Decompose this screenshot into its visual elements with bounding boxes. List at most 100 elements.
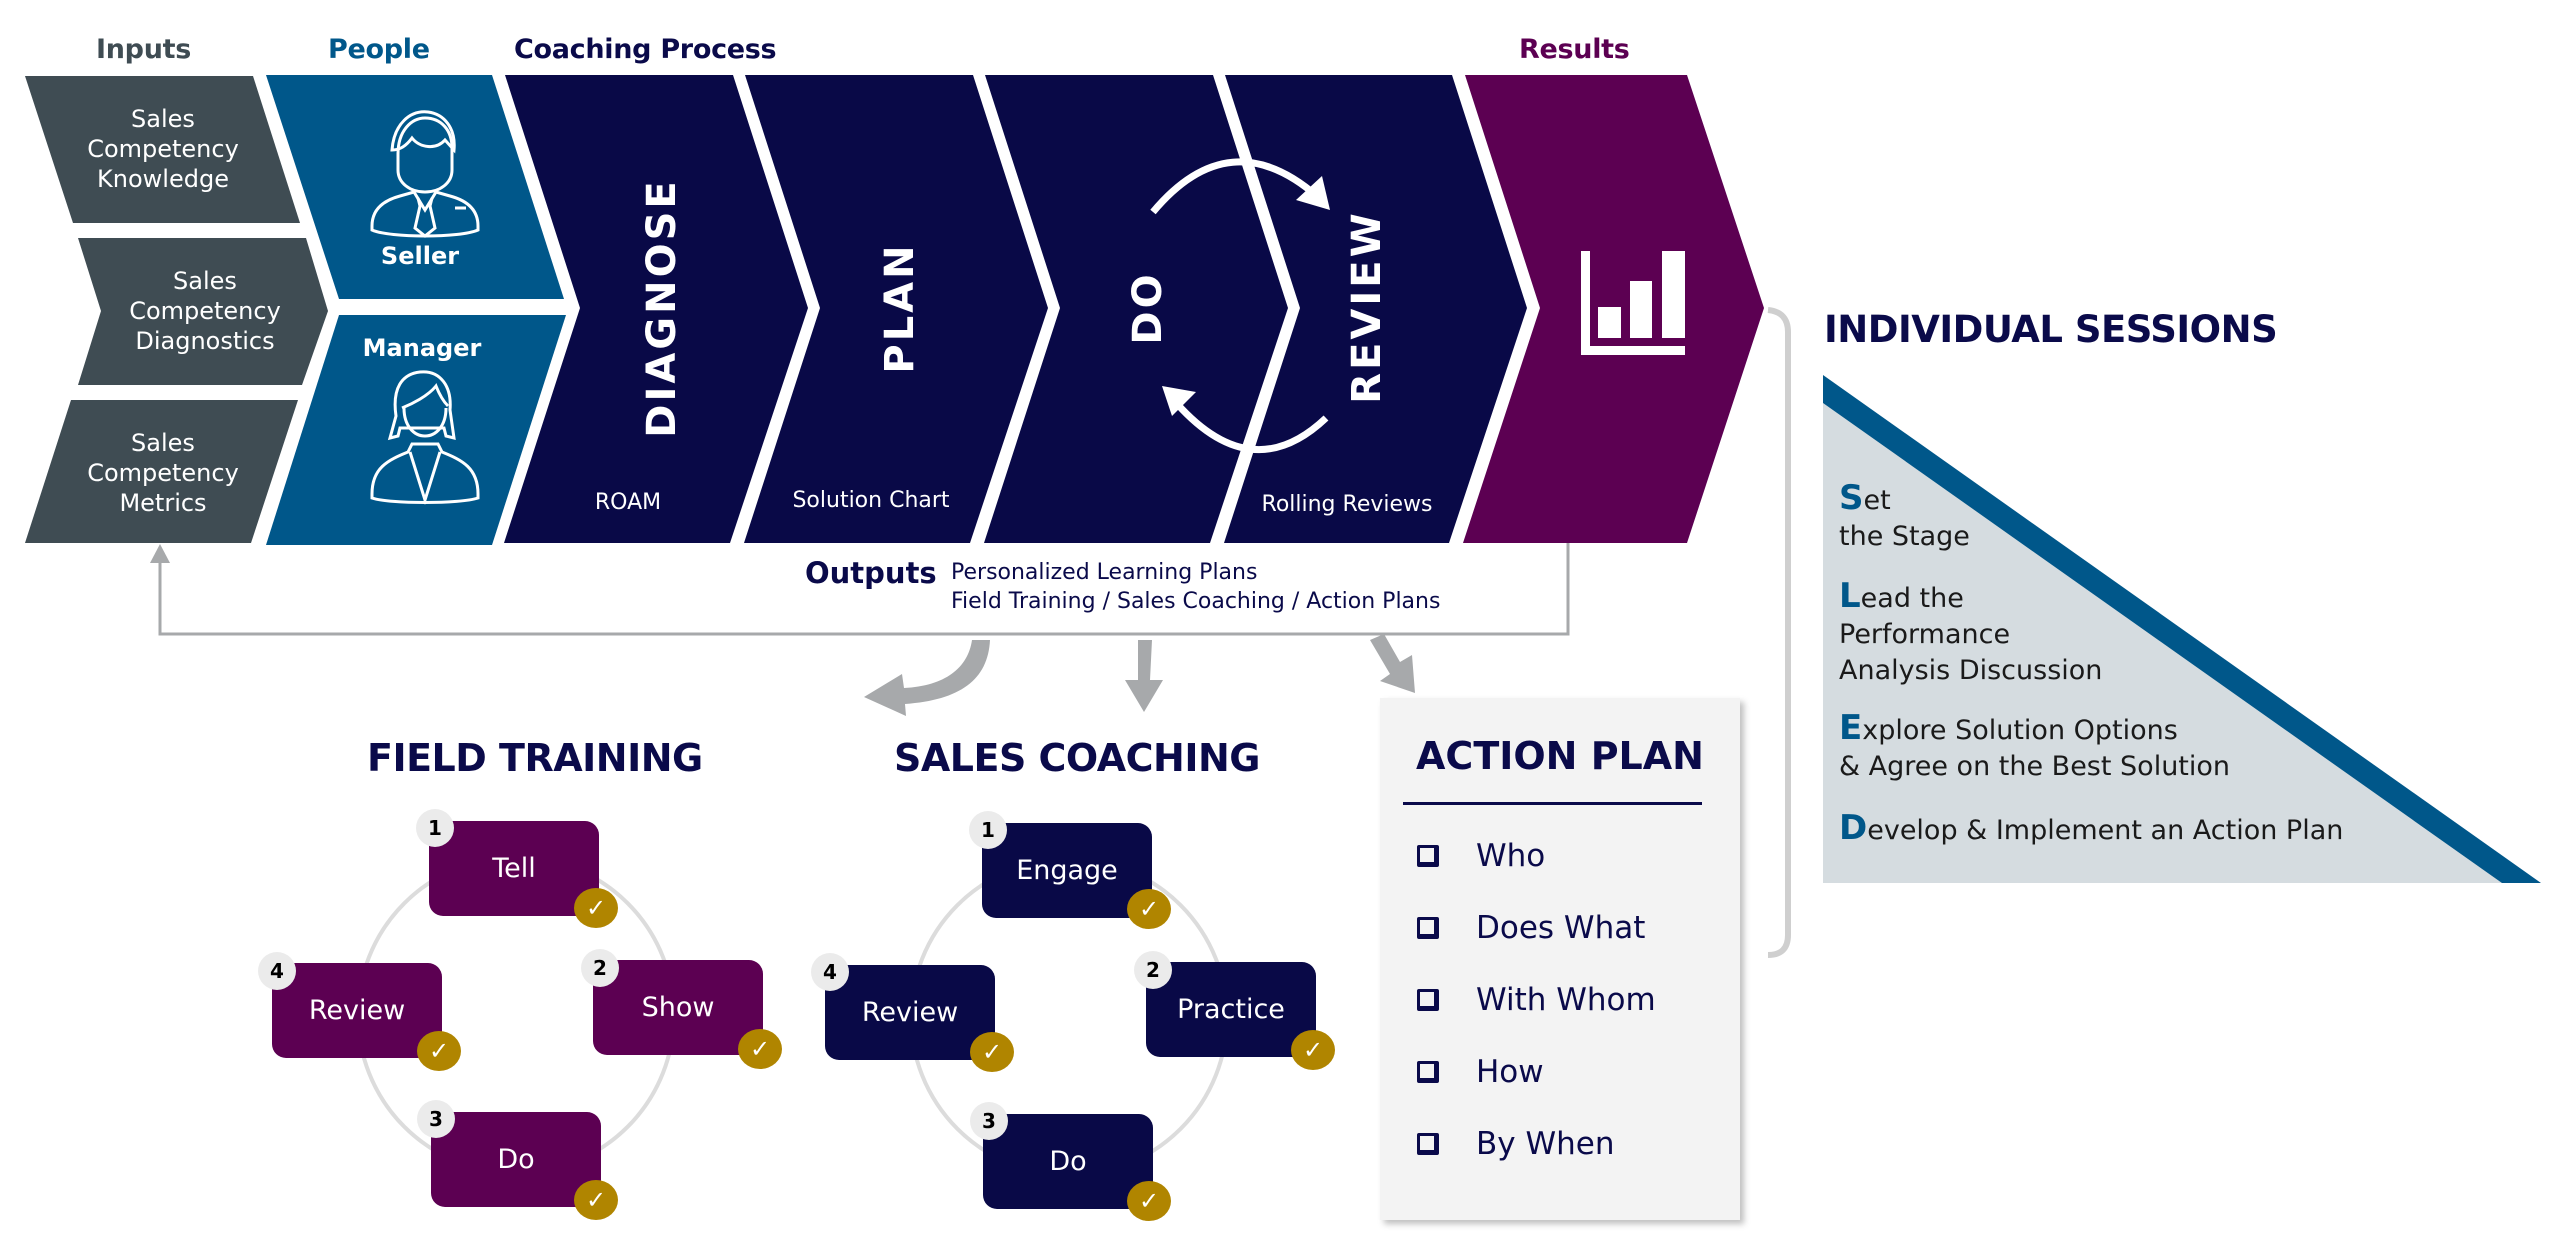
header-coaching-process: Coaching Process [514, 34, 777, 65]
checkbox-icon[interactable] [1417, 1061, 1439, 1083]
action-plan-divider [1403, 802, 1702, 805]
input-line: Sales [173, 267, 237, 295]
stage-review-subtitle: Rolling Reviews [1261, 492, 1433, 517]
sales-coaching-step-engage: Engage [982, 823, 1152, 918]
step-label: Show [641, 992, 715, 1023]
arrow-to-sales-coaching [1125, 640, 1163, 712]
stage-diagnose-title: DIAGNOSE [639, 178, 685, 438]
sled-rest: xplore Solution Options [1862, 715, 2178, 746]
cycle-arrows-icon [1150, 158, 1329, 453]
sled-line: & Agree on the Best Solution [1839, 751, 2231, 782]
step-label: Do [1049, 1146, 1087, 1177]
cycle-arrowhead-top [1296, 176, 1330, 210]
input-line: Knowledge [97, 165, 229, 193]
check-icon: ✓ [1127, 1181, 1171, 1221]
stage-shape-plan [744, 75, 1048, 543]
outputs-label: Outputs [805, 556, 937, 590]
header-inputs: Inputs [96, 34, 191, 65]
stage-do-title: DO [1125, 271, 1171, 345]
field-training-step-show: Show [593, 960, 763, 1055]
input-line: Competency [87, 459, 239, 487]
action-plan-title: ACTION PLAN [1416, 734, 1704, 778]
outputs-line-2: Field Training / Sales Coaching / Action… [951, 589, 1441, 614]
stage-plan-title: PLAN [877, 242, 923, 374]
step-label: Review [308, 995, 406, 1026]
sled-step-explore: Explore Solution Options & Agree on the … [1839, 710, 2230, 785]
input-shape-metrics [25, 400, 298, 543]
check-icon: ✓ [574, 888, 618, 928]
input-knowledge: Sales Competency Knowledge [63, 104, 263, 194]
stage-shape-diagnose [504, 75, 808, 543]
checkbox-icon[interactable] [1417, 917, 1439, 939]
female-person-icon [370, 370, 480, 506]
bar-chart-icon [1581, 251, 1685, 355]
people-shape-seller [266, 75, 564, 299]
stage-shape-do [984, 75, 1288, 543]
stage-review-title: REVIEW [1344, 210, 1390, 404]
sled-step-lead: Lead the Performance Analysis Discussion [1839, 578, 2102, 689]
step-number-badge: 2 [1134, 951, 1172, 989]
sales-coaching-step-do: Do [983, 1114, 1153, 1209]
step-number-badge: 3 [417, 1100, 455, 1138]
field-training-step-tell: Tell [429, 821, 599, 916]
action-plan-item-label: How [1476, 1054, 1544, 1090]
field-training-title: FIELD TRAINING [367, 736, 703, 780]
step-label: Review [861, 997, 959, 1028]
field-training-step-review: Review [272, 963, 442, 1058]
input-diagnostics: Sales Competency Diagnostics [105, 266, 305, 356]
action-plan-item-does-what[interactable]: Does What [1417, 910, 1645, 946]
check-icon: ✓ [417, 1031, 461, 1071]
step-label: Practice [1177, 994, 1285, 1025]
action-plan-item-who[interactable]: Who [1417, 838, 1545, 874]
step-number-badge: 2 [581, 949, 619, 987]
sled-line: Analysis Discussion [1839, 655, 2103, 686]
sled-step-set: Set the Stage [1839, 480, 1970, 555]
people-seller-label: Seller [380, 242, 460, 270]
sled-rest: evelop & Implement an Action Plan [1867, 815, 2344, 846]
sales-coaching-step-review: Review [825, 965, 995, 1060]
sled-step-heading: Explore Solution Options [1839, 710, 2230, 749]
sled-initial: S [1839, 478, 1864, 518]
check-icon: ✓ [738, 1029, 782, 1069]
individual-sessions-bracket [1767, 307, 1791, 958]
action-plan-item-label: Who [1476, 838, 1546, 874]
input-line: Competency [129, 297, 281, 325]
check-icon: ✓ [970, 1032, 1014, 1072]
male-person-icon [370, 110, 480, 238]
check-icon: ✓ [1291, 1030, 1335, 1070]
step-number-badge: 4 [258, 952, 296, 990]
step-number-badge: 1 [969, 811, 1007, 849]
sled-triangle-fill [1823, 403, 2502, 883]
sled-step-heading: Lead the [1839, 578, 2102, 617]
feedback-loop-connector [150, 543, 1570, 636]
step-label: Engage [1016, 855, 1118, 886]
sled-rest: et [1863, 485, 1891, 516]
step-number-badge: 1 [416, 809, 454, 847]
action-plan-item-how[interactable]: How [1417, 1054, 1544, 1090]
action-plan-card: ACTION PLAN Who Does What With Whom How … [1380, 698, 1740, 1220]
sled-initial: E [1839, 708, 1863, 748]
checkbox-icon[interactable] [1417, 989, 1439, 1011]
people-shape-manager [266, 315, 566, 545]
outputs-line-1: Personalized Learning Plans [951, 560, 1258, 585]
action-plan-item-by-when[interactable]: By When [1417, 1126, 1615, 1162]
step-label: Tell [492, 853, 536, 884]
checkbox-icon[interactable] [1417, 1133, 1439, 1155]
header-results: Results [1519, 34, 1630, 65]
input-shape-diagnostics [78, 238, 328, 385]
sled-line: Performance [1839, 619, 2011, 650]
action-plan-item-with-whom[interactable]: With Whom [1417, 982, 1656, 1018]
sled-step-heading: Develop & Implement an Action Plan [1839, 810, 2343, 849]
stage-shape-review [1224, 75, 1527, 543]
input-metrics: Sales Competency Metrics [63, 428, 263, 518]
sled-initial: D [1839, 808, 1868, 848]
step-number-badge: 4 [811, 953, 849, 991]
sled-initial: L [1839, 576, 1861, 616]
action-plan-item-label: Does What [1476, 910, 1646, 946]
arrow-to-action-plan [1370, 634, 1415, 693]
checkbox-icon[interactable] [1417, 845, 1439, 867]
check-icon: ✓ [574, 1180, 618, 1220]
people-manager-label: Manager [362, 334, 482, 362]
